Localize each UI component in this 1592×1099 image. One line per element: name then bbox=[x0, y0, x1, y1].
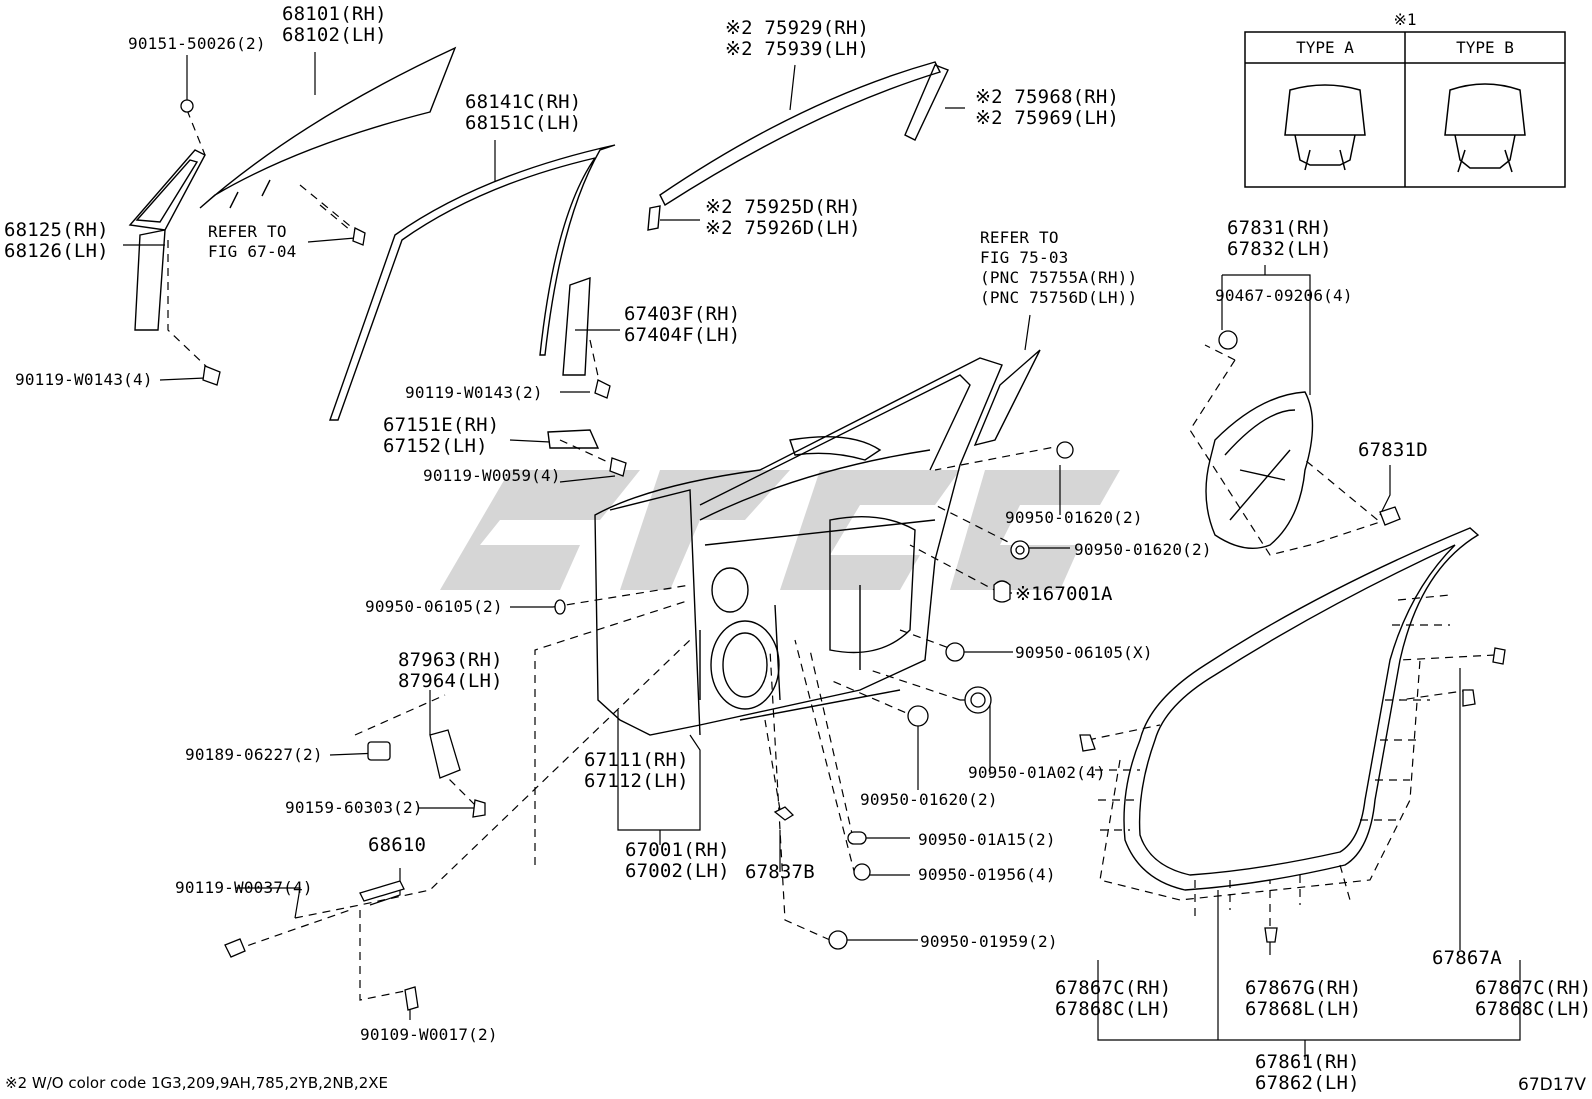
label-67867c-67868c-right: 67867C(RH)67868C(LH) bbox=[1475, 977, 1592, 1020]
label-67867c-67868c-left: 67867C(RH)67868C(LH) bbox=[1055, 977, 1172, 1020]
label-90950-01956: 90950-01956(4) bbox=[918, 865, 1056, 884]
watermark-logo bbox=[440, 470, 1120, 590]
label-90467-09206: 90467-09206(4) bbox=[1215, 286, 1353, 305]
label-90950-01620-b: 90950-01620(2) bbox=[1074, 540, 1212, 559]
label-67861-67862: 67861(RH)67862(LH) bbox=[1255, 1051, 1360, 1094]
label-67001a: ※167001A bbox=[1015, 583, 1113, 605]
label-90950-01959: 90950-01959(2) bbox=[920, 932, 1058, 951]
label-68125-68126: 68125(RH)68126(LH) bbox=[4, 219, 109, 262]
label-67403-67404: 67403F(RH)67404F(LH) bbox=[624, 303, 741, 346]
parts-linework bbox=[128, 46, 1480, 891]
type-b-label: TYPE B bbox=[1456, 38, 1514, 57]
label-90119-w0059: 90119-W0059(4) bbox=[423, 466, 561, 485]
type-a-label: TYPE A bbox=[1296, 38, 1354, 57]
label-90119-w0037: 90119-W0037(4) bbox=[175, 878, 313, 897]
label-67831d: 67831D bbox=[1358, 439, 1428, 461]
label-87963-87964: 87963(RH)87964(LH) bbox=[398, 649, 503, 692]
label-90159-60303: 90159-60303(2) bbox=[285, 798, 423, 817]
label-90109-w0017: 90109-W0017(2) bbox=[360, 1025, 498, 1044]
solid-leaders bbox=[123, 52, 1521, 1060]
footnote-color-codes: ※2 W/O color code 1G3,209,9AH,785,2YB,2N… bbox=[5, 1074, 388, 1092]
type-box-mark: ※1 bbox=[1393, 10, 1417, 29]
label-67151-67152: 67151E(RH)67152(LH) bbox=[383, 414, 500, 457]
label-68610: 68610 bbox=[368, 834, 427, 856]
label-67867a: 67867A bbox=[1432, 947, 1502, 969]
figure-code: 67D17V bbox=[1518, 1075, 1586, 1095]
label-90950-01a02: 90950-01A02(4) bbox=[968, 763, 1106, 782]
fasteners bbox=[180, 99, 1506, 1011]
label-67001-67002: 67001(RH)67002(LH) bbox=[625, 839, 730, 882]
label-90151-50026: 90151-50026(2) bbox=[128, 34, 266, 53]
label-90189-06227: 90189-06227(2) bbox=[185, 745, 323, 764]
label-67867g-67868l: 67867G(RH)67868L(LH) bbox=[1245, 977, 1362, 1020]
label-90119-w0143-2: 90119-W0143(2) bbox=[405, 383, 543, 402]
label-90950-01620-c: 90950-01620(2) bbox=[860, 790, 998, 809]
type-box bbox=[1244, 31, 1566, 188]
label-75925-75926: ※2 75925D(RH)※2 75926D(LH) bbox=[705, 196, 861, 239]
label-68101-68102: 68101(RH)68102(LH) bbox=[282, 3, 387, 46]
label-67837b: 67837B bbox=[745, 861, 815, 883]
label-90950-06105-2: 90950-06105(2) bbox=[365, 597, 503, 616]
label-90119-w0143-4: 90119-W0143(4) bbox=[15, 370, 153, 389]
label-67111-67112: 67111(RH)67112(LH) bbox=[584, 749, 689, 792]
label-90950-01620-a: 90950-01620(2) bbox=[1005, 508, 1143, 527]
label-75968-75969: ※2 75968(RH)※2 75969(LH) bbox=[975, 86, 1120, 129]
label-90950-06105-x: 90950-06105(X) bbox=[1015, 643, 1153, 662]
label-67831-67832: 67831(RH)67832(LH) bbox=[1227, 217, 1332, 260]
label-90950-01a15: 90950-01A15(2) bbox=[918, 830, 1056, 849]
label-68141-68151: 68141C(RH)68151C(LH) bbox=[465, 91, 582, 134]
dashed-leaders bbox=[167, 109, 1496, 1001]
label-75929-75939: ※2 75929(RH)※2 75939(LH) bbox=[725, 17, 870, 60]
